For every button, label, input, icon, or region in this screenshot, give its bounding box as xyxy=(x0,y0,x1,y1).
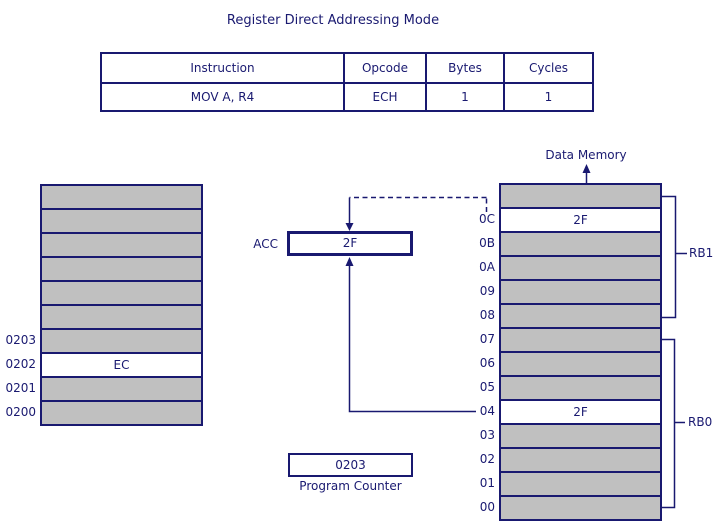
memory-cell xyxy=(40,256,203,282)
instruction-table: Instruction Opcode Bytes Cycles MOV A, R… xyxy=(100,52,594,112)
address-label: 0200 xyxy=(5,405,36,419)
address-label: 08 xyxy=(479,308,495,322)
memory-cell-04-r4-rb0: 2F xyxy=(499,399,662,425)
address-label: 01 xyxy=(479,476,495,490)
rb0-bracket xyxy=(662,338,685,509)
diagram-title: Register Direct Addressing Mode xyxy=(226,13,440,28)
memory-cell xyxy=(499,375,662,401)
memory-cell-0200 xyxy=(40,400,203,426)
header-opcode: Opcode xyxy=(343,52,427,84)
rb1-bank-label: RB1 xyxy=(689,246,714,260)
address-label: 02 xyxy=(479,452,495,466)
data-memory-title: Data Memory xyxy=(545,148,627,162)
table-header-row: Instruction Opcode Bytes Cycles xyxy=(100,52,594,84)
memory-cell-0202-opcode: EC xyxy=(40,352,203,378)
memory-cell xyxy=(499,183,662,209)
memory-cell xyxy=(499,231,662,257)
table-row: MOV A, R4 ECH 1 1 xyxy=(100,82,594,112)
memory-cell xyxy=(40,184,203,210)
cell-instruction: MOV A, R4 xyxy=(100,82,345,112)
memory-cell xyxy=(40,208,203,234)
acc-label: ACC xyxy=(253,237,278,251)
acc-value: 2F xyxy=(342,236,358,250)
memory-cell xyxy=(499,255,662,281)
memory-cell xyxy=(40,280,203,306)
rb0-bank-label: RB0 xyxy=(688,415,713,429)
header-cycles: Cycles xyxy=(503,52,594,84)
cell-opcode: ECH xyxy=(343,82,427,112)
data-memory-arrow xyxy=(582,164,591,183)
address-label: 0B xyxy=(479,236,495,250)
memory-cell-0201 xyxy=(40,376,203,402)
address-label: 06 xyxy=(479,356,495,370)
memory-cell xyxy=(499,423,662,449)
memory-cell-0203 xyxy=(40,328,203,354)
memory-cell-0c-r4-rb1: 2F xyxy=(499,207,662,233)
memory-cell xyxy=(499,471,662,497)
memory-cell xyxy=(499,495,662,521)
memory-cell xyxy=(499,327,662,353)
memory-cell xyxy=(499,279,662,305)
address-label: 0202 xyxy=(5,357,36,371)
acc-register-box: 2F xyxy=(287,231,413,256)
arrow-into-acc-top xyxy=(345,197,354,231)
address-label: 04 xyxy=(479,404,495,418)
rb1-bracket xyxy=(662,195,687,319)
address-label: 0201 xyxy=(5,381,36,395)
address-label: 00 xyxy=(479,500,495,514)
address-label: 0C xyxy=(478,212,495,226)
memory-cell xyxy=(40,232,203,258)
address-label: 07 xyxy=(479,332,495,346)
address-label: 0A xyxy=(479,260,495,274)
memory-cell xyxy=(40,304,203,330)
cell-cycles: 1 xyxy=(503,82,594,112)
memory-cell xyxy=(499,447,662,473)
memory-cell xyxy=(499,303,662,329)
cell-bytes: 1 xyxy=(425,82,505,112)
data-memory-block: 2F 2F xyxy=(499,183,662,521)
program-memory-block: EC xyxy=(40,184,203,426)
address-label: 09 xyxy=(479,284,495,298)
address-label: 0203 xyxy=(5,333,36,347)
header-instruction: Instruction xyxy=(100,52,345,84)
program-counter-label: Program Counter xyxy=(299,479,402,493)
header-bytes: Bytes xyxy=(425,52,505,84)
address-label: 05 xyxy=(479,380,495,394)
address-label: 03 xyxy=(479,428,495,442)
program-counter-box: 0203 xyxy=(288,453,413,477)
memory-cell xyxy=(499,351,662,377)
program-counter-value: 0203 xyxy=(335,458,366,472)
